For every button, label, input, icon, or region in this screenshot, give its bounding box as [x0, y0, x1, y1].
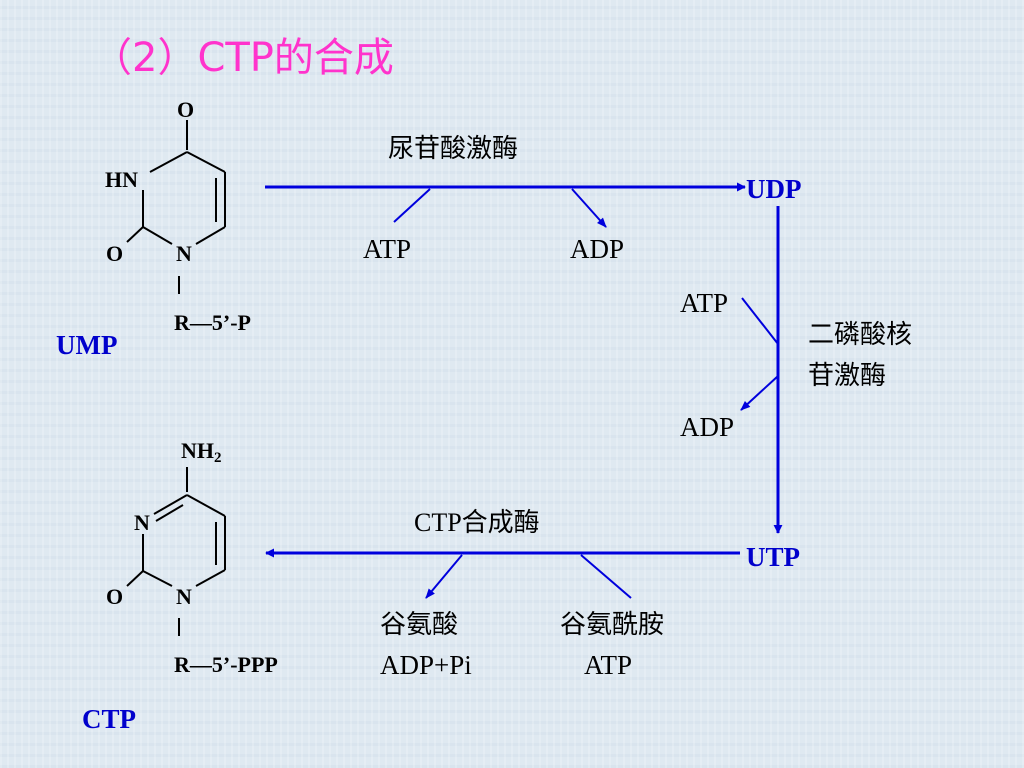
ump-structure [126, 120, 226, 294]
step1-output: ADP [570, 234, 625, 264]
branch-step1-atp-in [393, 188, 431, 223]
ump-bond-c6-n1 [195, 226, 226, 245]
step1-input: ATP [363, 234, 412, 264]
branch-step2-atp-in [741, 297, 779, 345]
ump-atom-n: N [176, 241, 192, 266]
utp-label: UTP [746, 542, 800, 572]
ctp-atom-nh-subscript: 2 [214, 450, 222, 466]
ctp-atom-n: N [176, 584, 192, 609]
step2-enzyme-line1: 二磷酸核 [808, 320, 913, 350]
ctp-bond-c2-n1 [142, 570, 173, 587]
ctp-label: CTP [82, 704, 136, 734]
ctp-bond-c4-n3-double [155, 504, 184, 522]
ctp-bond-c4-n3 [153, 494, 188, 515]
ump-atom-hn: HN [105, 167, 138, 192]
step3-input-line2: ATP [584, 650, 633, 680]
ctp-atom-n-left: N [134, 510, 150, 535]
ump-r-group: R—5’-P [174, 310, 251, 335]
ump-atom-o-left: O [106, 241, 124, 266]
ump-bond-c2-n1 [142, 226, 173, 245]
step3-output-line2: ADP+Pi [380, 650, 472, 680]
ump-bond-c2-o [126, 226, 144, 243]
branch-step3-gln-in [580, 554, 632, 599]
step1-enzyme: 尿苷酸激酶 [388, 134, 519, 164]
step2-enzyme-line2: 苷激酶 [808, 361, 887, 391]
step3-input-line1: 谷氨酰胺 [560, 610, 665, 640]
cofactor-branches [393, 188, 779, 599]
ctp-bond-c4-c5 [186, 494, 226, 517]
udp-label: UDP [746, 174, 802, 204]
page-title: （2）CTP的合成 [92, 35, 394, 81]
ump-atom-o-top: O [177, 97, 195, 122]
pathway-arrows [265, 182, 783, 558]
branch-step3-glu-out [425, 554, 463, 599]
branch-step2-adp-out [740, 375, 779, 411]
step2-output: ADP [680, 412, 735, 442]
ctp-structure [126, 467, 226, 636]
ctp-atom-nh2: NH2 [181, 440, 222, 466]
ctp-atom-o-left: O [106, 584, 124, 609]
ctp-bond-c2-o [126, 570, 144, 587]
step3-enzyme: CTP合成酶 [414, 508, 540, 537]
ctp-atom-nh: NH [181, 438, 214, 463]
ump-bond-c4-n3 [149, 151, 188, 173]
ump-bond-c4-c5 [186, 151, 226, 173]
branch-step1-adp-out [571, 188, 607, 228]
ctp-bond-c6-n1 [195, 569, 226, 587]
step2-input: ATP [680, 288, 729, 318]
ump-label: UMP [56, 330, 118, 360]
ctp-r-group: R—5’-PPP [174, 652, 278, 677]
step3-output-line1: 谷氨酸 [380, 610, 459, 640]
